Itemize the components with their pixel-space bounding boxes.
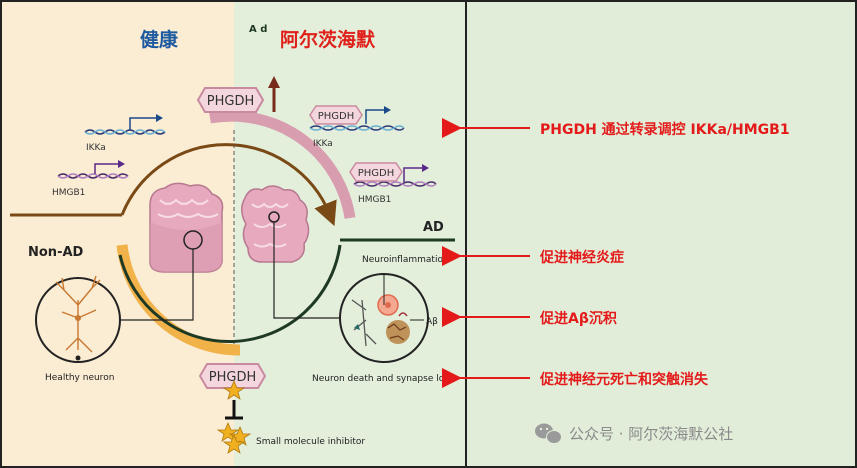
hmgb1-right-label: HMGB1	[358, 195, 391, 205]
phgdh-bottom-label: PHGDH	[209, 370, 256, 385]
neuroinflammation-label: Neuroinflammation	[362, 255, 449, 265]
dna-ikka-left	[84, 114, 166, 135]
ad-title: 阿尔茨海默	[280, 28, 376, 51]
inhibitor-stars-icon	[216, 379, 252, 454]
ikka-right-label: IKKa	[313, 139, 333, 149]
healthy-brain-icon	[149, 182, 224, 273]
ad-small-prefix: A d	[249, 24, 267, 35]
up-arrow-icon	[268, 76, 280, 88]
hmgb1-left-label: HMGB1	[52, 188, 85, 198]
inhibitor-label: Small molecule inhibitor	[256, 437, 365, 447]
phgdh-ikka-label: PHGDH	[318, 111, 355, 122]
ad-to-healthy-arc	[118, 244, 342, 343]
phgdh-top-label: PHGDH	[207, 94, 254, 109]
annotation-transcription: PHGDH 通过转录调控 IKKa/HMGB1	[540, 121, 790, 138]
phgdh-bottom-badge: PHGDH	[198, 363, 267, 389]
annotation-neuroinflammation: 促进神经炎症	[539, 249, 624, 266]
annotation-neuron-death: 促进神经元死亡和突触消失	[539, 371, 709, 388]
ad-brain-icon	[241, 185, 310, 263]
abeta-label: Aβ	[426, 317, 438, 327]
ad-connector	[273, 222, 340, 319]
healthy-neuron-icon	[35, 275, 121, 363]
healthy-connector	[120, 249, 194, 321]
pink-arc	[209, 110, 356, 219]
dna-ikka-right: PHGDH	[309, 105, 405, 131]
ad-label: AD	[423, 220, 444, 235]
ikka-left-label: IKKa	[86, 143, 106, 153]
healthy-title: 健康	[140, 28, 179, 51]
annotation-abeta: 促进Aβ沉积	[539, 310, 617, 327]
dna-hmgb1-left	[57, 160, 129, 179]
healthy-to-ad-arc	[120, 143, 337, 227]
phgdh-top-badge: PHGDH	[196, 87, 265, 113]
phgdh-hmgb1-label: PHGDH	[358, 168, 395, 179]
annotation-background	[466, 2, 855, 466]
dna-hmgb1-right: PHGDH	[349, 162, 437, 187]
annotation-frame	[465, 0, 857, 468]
neuron-death-label: Neuron death and synapse loss	[312, 374, 454, 384]
non-ad-label: Non-AD	[28, 245, 84, 260]
healthy-neuron-label: Healthy neuron	[45, 373, 114, 383]
wechat-icon	[535, 423, 562, 444]
watermark-text: 公众号 · 阿尔茨海默公社	[569, 425, 733, 443]
